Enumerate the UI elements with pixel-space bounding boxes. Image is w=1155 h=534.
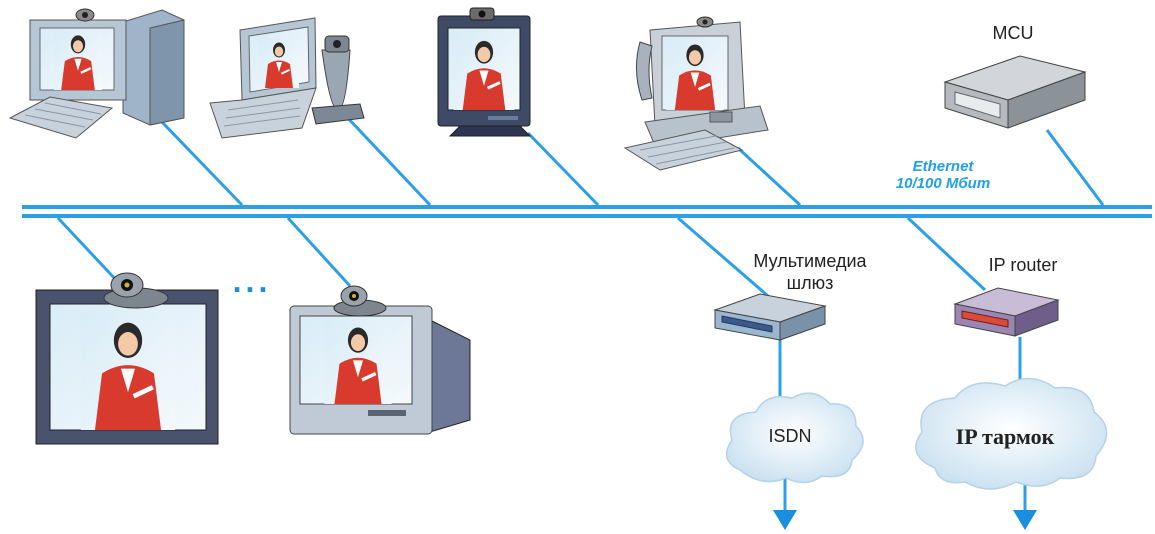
ethernet-label-line2: 10/100 Мбит: [895, 175, 991, 192]
ethernet-label: Ethernet 10/100 Мбит: [868, 158, 1018, 192]
multimedia-gateway-label: Мультимедиа шлюз: [735, 250, 885, 294]
ip-router-icon: [953, 287, 1060, 337]
desktop-pc-with-camera-icon: [8, 8, 185, 139]
flat-panel-tv-with-camera-icon: [35, 272, 219, 445]
multimedia-gateway-label-line1: Мультимедиа: [753, 251, 867, 271]
ip-network-cloud-icon: [915, 377, 1108, 490]
connection-lines: [56, 113, 1105, 512]
isdn-label: ISDN: [768, 426, 812, 446]
mcu-label: MCU: [992, 23, 1034, 43]
isdn-arrow-icon: [773, 510, 797, 530]
ip-network-arrow-icon: [1013, 510, 1037, 530]
ethernet-backbone: [22, 205, 1152, 218]
mcu-device-icon: [943, 55, 1087, 129]
multimedia-gateway-icon: [713, 293, 827, 341]
crt-tv-with-camera-icon: [289, 285, 471, 435]
ethernet-label-line1: Ethernet: [912, 158, 974, 175]
videoconference-monitor-icon: [437, 7, 532, 137]
multimedia-gateway-label-line2: шлюз: [786, 273, 834, 293]
ip-router-label: IP router: [988, 255, 1058, 275]
ip-network-label: IP тармок: [955, 424, 1055, 449]
pc-with-phone-and-camera-icon: [623, 16, 769, 171]
ellipsis-label: ...: [232, 263, 272, 299]
isdn-cloud-icon: [725, 392, 864, 484]
laptop-with-camera-icon: [209, 17, 365, 139]
